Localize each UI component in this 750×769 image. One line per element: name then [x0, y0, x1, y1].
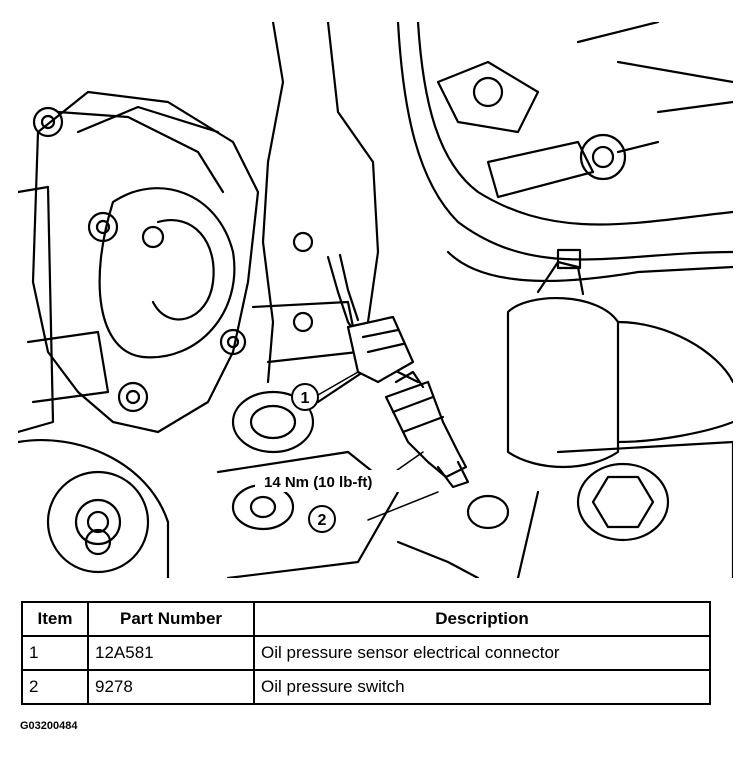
svg-text:1: 1: [301, 390, 310, 407]
callout-1: 1: [291, 383, 319, 411]
svg-text:2: 2: [318, 512, 327, 529]
cell-description: Oil pressure switch: [253, 669, 711, 705]
cell-item: 2: [21, 669, 89, 705]
table-header-row: Item Part Number Description: [21, 601, 711, 637]
pump-bracket: [31, 90, 260, 434]
table-row: 2 9278 Oil pressure switch: [21, 669, 711, 705]
oil-pressure-switch: [384, 380, 468, 479]
header-item: Item: [21, 601, 89, 637]
cell-description: Oil pressure sensor electrical connector: [253, 635, 711, 671]
engine-illustration: 1 2 14 Nm (10 lb-ft): [18, 22, 733, 578]
header-description: Description: [253, 601, 711, 637]
torque-spec-label: 14 Nm (10 lb-ft): [264, 474, 372, 491]
header-part-number: Part Number: [87, 601, 255, 637]
callout-2: 2: [308, 505, 336, 533]
parts-table: Item Part Number Description 1 12A581 Oi…: [21, 601, 711, 705]
cell-item: 1: [21, 635, 89, 671]
table-row: 1 12A581 Oil pressure sensor electrical …: [21, 635, 711, 671]
cell-part-number: 12A581: [87, 635, 255, 671]
cell-part-number: 9278: [87, 669, 255, 705]
figure-id: G03200484: [20, 720, 78, 732]
